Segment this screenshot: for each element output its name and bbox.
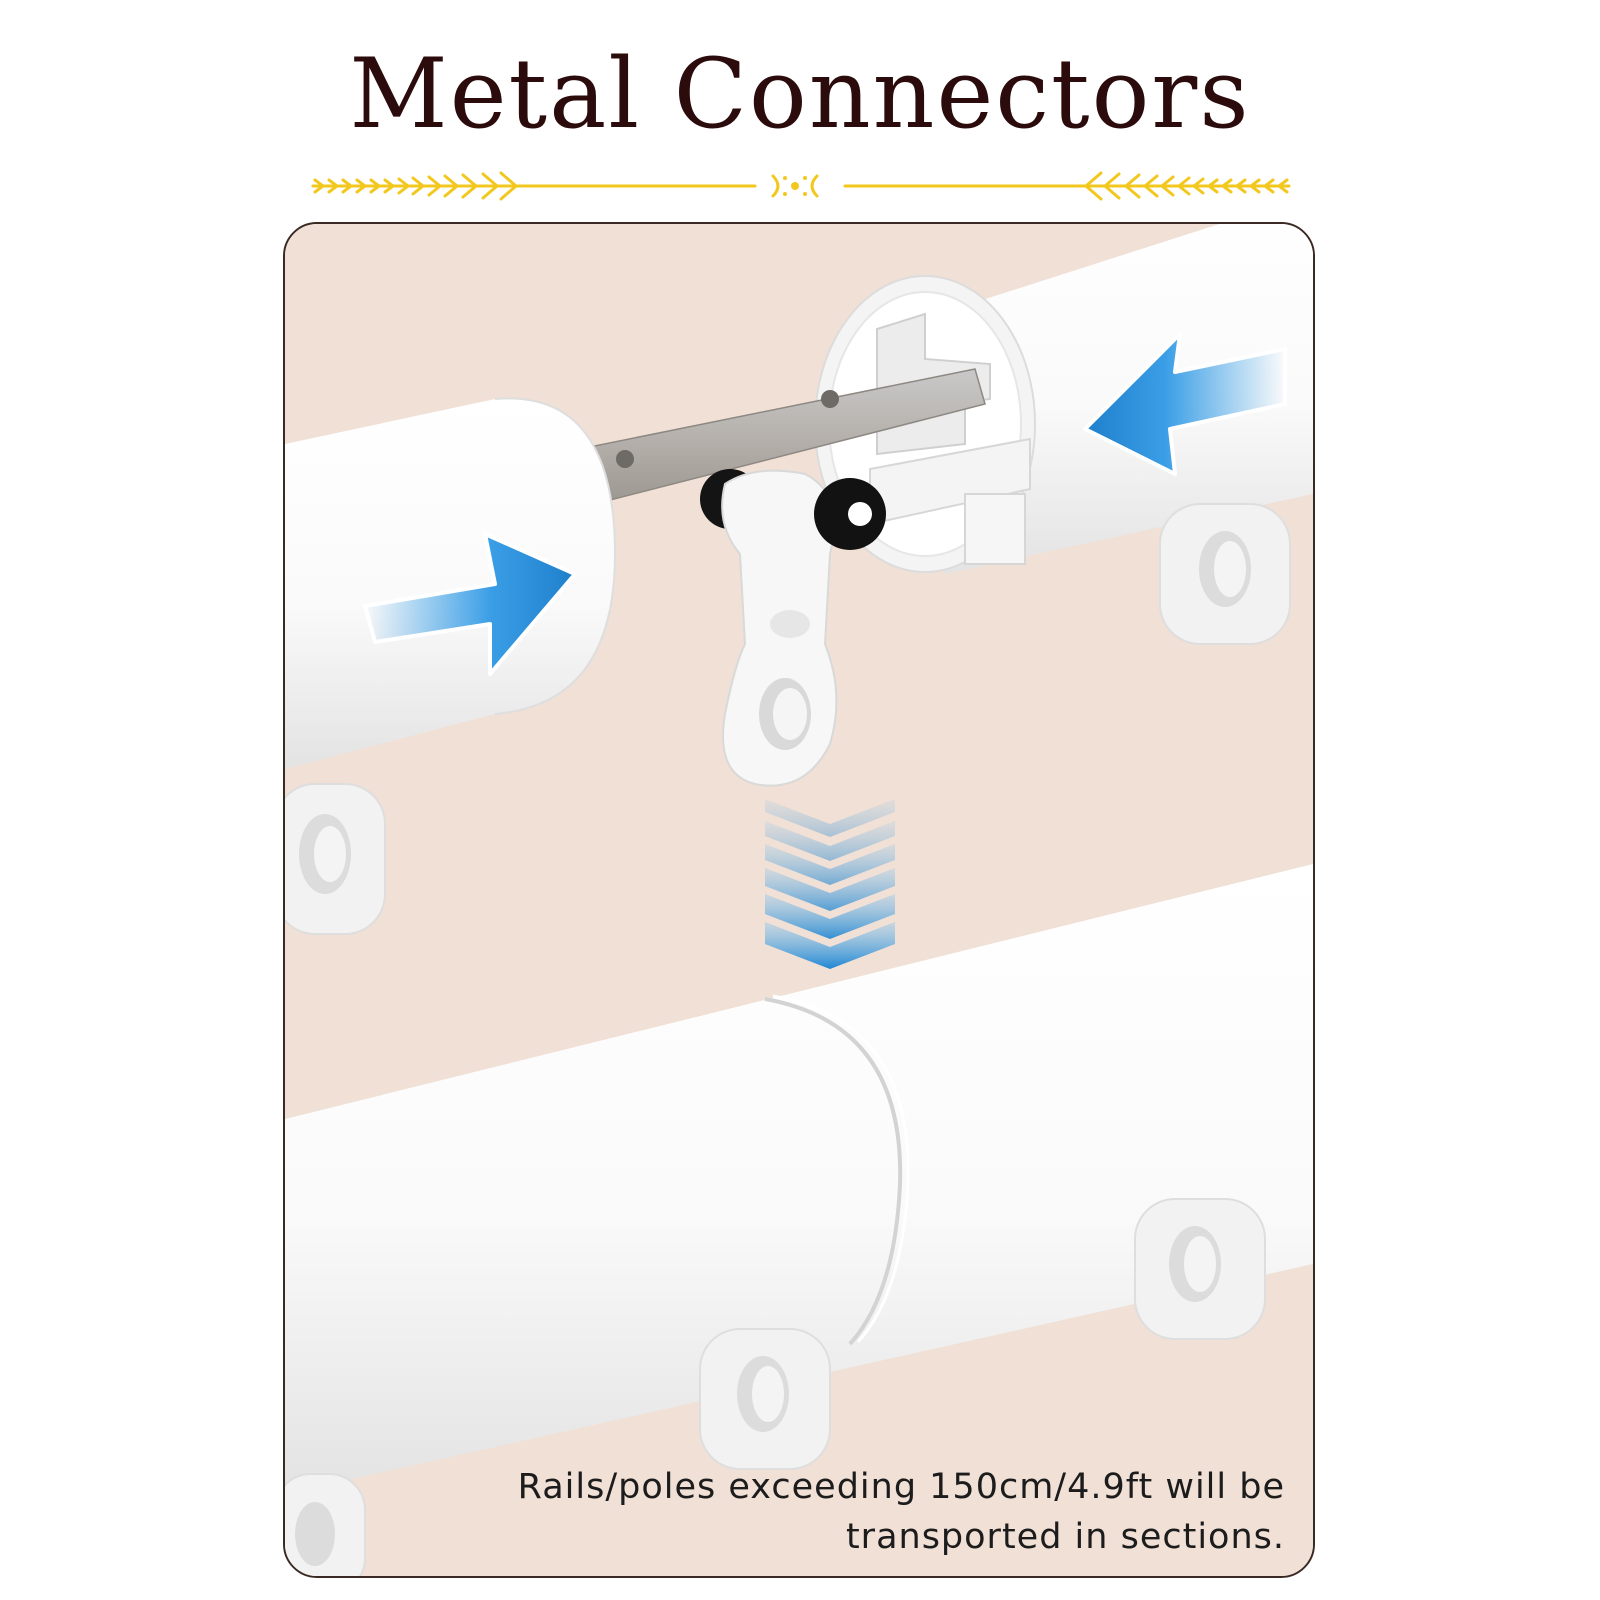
- ornament-divider-icon: [311, 171, 1291, 201]
- arrow-left-icon: [1083, 332, 1287, 476]
- shipping-note-line-1: Rails/poles exceeding 150cm/4.9ft will b…: [517, 1467, 1285, 1507]
- rail-assembly-illustration: [285, 224, 1313, 1576]
- mount-bracket: [1159, 503, 1291, 645]
- mount-bracket: [285, 783, 386, 935]
- mount-bracket: [699, 1328, 831, 1470]
- rail-joint-seam: [764, 997, 903, 1346]
- mount-bracket: [285, 1473, 366, 1576]
- arrow-right-icon: [363, 532, 577, 676]
- upper-left-tube: [285, 398, 615, 769]
- chevron-down-stack-icon: [765, 799, 895, 969]
- lower-rail: [285, 864, 1313, 1494]
- product-image-panel: Rails/poles exceeding 150cm/4.9ft will b…: [283, 222, 1315, 1578]
- shipping-note: Rails/poles exceeding 150cm/4.9ft will b…: [518, 1462, 1285, 1562]
- mount-bracket: [1134, 1198, 1266, 1340]
- shipping-note-line-2: transported in sections.: [845, 1517, 1285, 1557]
- page-title: Metal Connectors: [349, 38, 1251, 150]
- curtain-runner-glider: [700, 469, 886, 787]
